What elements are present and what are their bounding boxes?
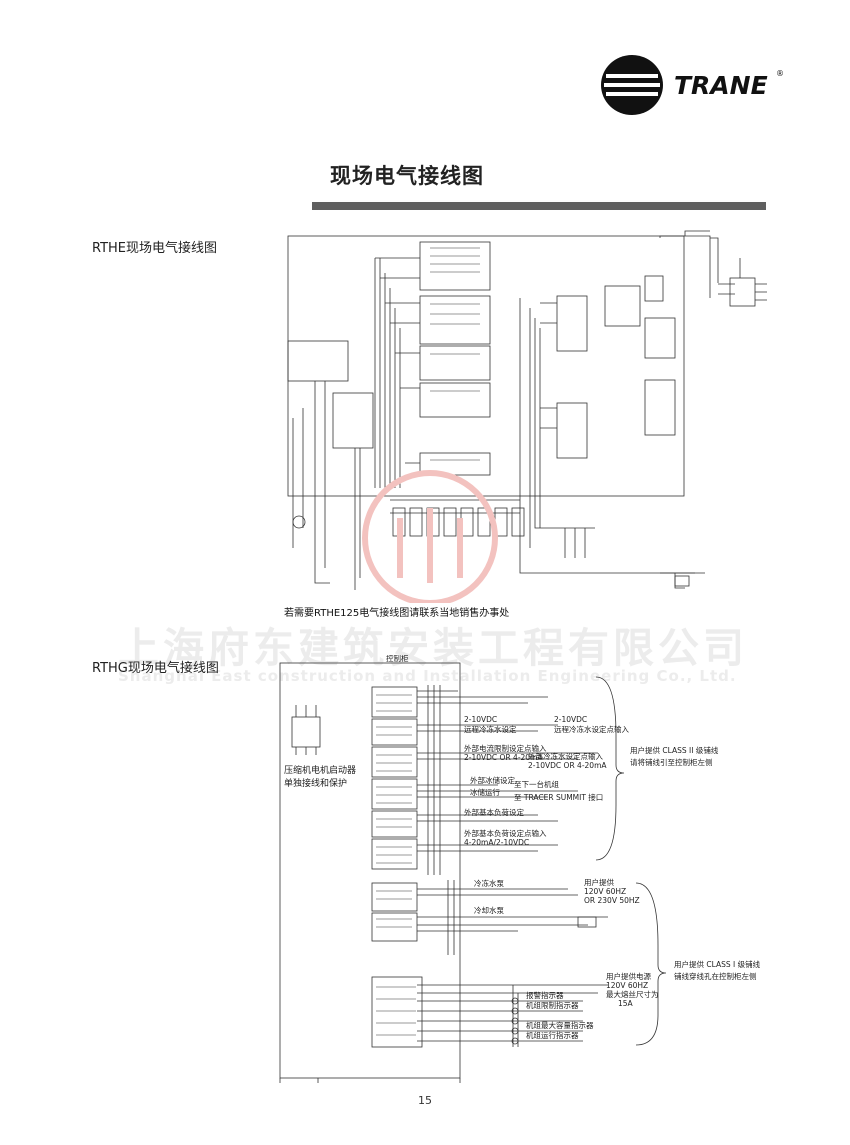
class1-note-line-2: 铺线穿线孔在控制柜左侧 bbox=[674, 971, 757, 981]
power-note-line-2: 120V 60HZ bbox=[584, 887, 626, 896]
rthe-125-note: 若需要RTHE125电气接线图请联系当地销售办事处 bbox=[284, 608, 510, 619]
watermark-seal bbox=[362, 470, 498, 603]
rthe-wiring-diagram bbox=[287, 230, 767, 603]
label-ext-chw-input: 外部冷冻水设定点输入 bbox=[528, 751, 603, 761]
power-note2-line-1: 用户提供电源 bbox=[606, 971, 651, 981]
relay-label-alarm: 报警指示器 bbox=[526, 990, 564, 1000]
power-note2-line-4: 15A bbox=[618, 999, 634, 1008]
class2-note-line-1: 用户提供 CLASS II 级铺线 bbox=[630, 745, 719, 755]
watermark-company-cn: 上海府东建筑安装工程有限公司 bbox=[118, 624, 748, 672]
label-base-load-range: 4-20mA/2-10VDC bbox=[464, 838, 529, 847]
label-2-10vdc-a: 2-10VDC bbox=[464, 715, 497, 724]
label-tracer-summit: 至 TRACER SUMMIT 接口 bbox=[514, 792, 603, 802]
power-note2-line-2: 120V 60HZ bbox=[606, 981, 648, 990]
power-note-line-3: OR 230V 50HZ bbox=[584, 896, 640, 905]
page-title: 现场电气接线图 bbox=[330, 164, 484, 188]
label-ext-ice: 外部冰储设定 bbox=[470, 775, 515, 785]
class2-note-line-2: 请将铺线引至控制柜左侧 bbox=[630, 757, 713, 767]
label-remote-chw-setpoint-input: 远程冷冻水设定点输入 bbox=[554, 724, 629, 734]
rthe-panel-outline bbox=[287, 235, 685, 497]
label-current-limit-input: 外部电流限制设定点输入 bbox=[464, 743, 547, 753]
relay-label-max-capacity: 机组最大容量指示器 bbox=[526, 1020, 594, 1030]
relay-label-limit: 机组限制指示器 bbox=[526, 1000, 579, 1010]
watermark-company-en: Shanghai East construction and Installat… bbox=[118, 667, 737, 685]
rthe-section-label: RTHE现场电气接线图 bbox=[92, 241, 218, 256]
control-panel-outline bbox=[279, 662, 461, 1079]
label-ice-running: 冰储运行 bbox=[470, 787, 500, 797]
power-note2-line-3: 最大熔丝尺寸为 bbox=[606, 989, 659, 999]
class1-note-line-1: 用户提供 CLASS I 级铺线 bbox=[674, 959, 761, 969]
compressor-note-line-1: 压缩机电机启动器 bbox=[284, 764, 356, 776]
label-ext-base-load-input: 外部基本负荷设定点输入 bbox=[464, 828, 547, 838]
relay-label-cw-pump: 冷却水泵 bbox=[474, 905, 504, 915]
label-current-limit-range: 2-10VDC OR 4-20mA bbox=[464, 753, 543, 762]
registered-mark: ® bbox=[776, 69, 784, 78]
relay-label-running: 机组运行指示器 bbox=[526, 1030, 579, 1040]
label-ext-chw-range: 2-10VDC OR 4-20mA bbox=[528, 761, 607, 770]
relay-label-chw-pump: 冷冻水泵 bbox=[474, 878, 504, 888]
power-note-line-1: 用户提供 bbox=[584, 877, 614, 887]
rthg-wiring-diagram: 控制柜 压缩机电机启动器 单独接线和保护 2-10VDC 远程冷冻水设定 2-1… bbox=[279, 655, 761, 1083]
label-remote-chw-setpoint: 远程冷冻水设定 bbox=[464, 724, 517, 734]
label-next-unit: 至下一台机组 bbox=[514, 779, 559, 789]
rthg-section-label: RTHG现场电气接线图 bbox=[92, 661, 219, 676]
label-2-10vdc-b: 2-10VDC bbox=[554, 715, 587, 724]
trane-logo: TRANE ® bbox=[601, 55, 784, 115]
label-ext-base-load: 外部基本负荷设定 bbox=[464, 807, 524, 817]
compressor-note-line-2: 单独接线和保护 bbox=[284, 777, 347, 789]
control-panel-label: 控制柜 bbox=[386, 655, 409, 663]
title-divider-bar bbox=[312, 202, 766, 210]
brand-name: TRANE bbox=[674, 71, 768, 100]
page-number: 15 bbox=[418, 1094, 432, 1107]
